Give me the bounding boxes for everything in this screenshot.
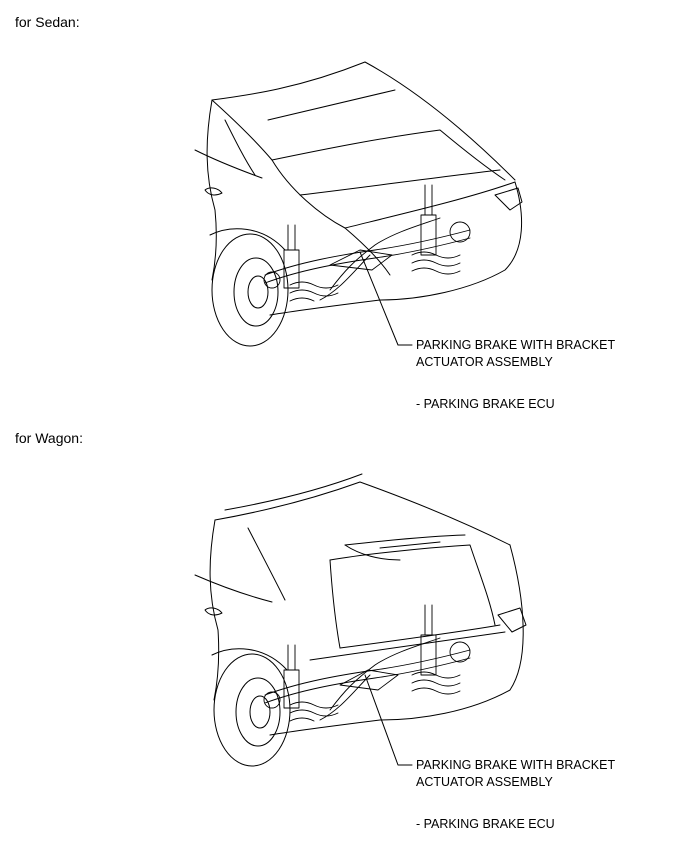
wagon-heading: for Wagon: [15, 430, 83, 446]
wagon-callout-line2: ACTUATOR ASSEMBLY [416, 775, 553, 789]
wagon-leader-line [365, 675, 412, 765]
wagon-suspension [264, 605, 470, 721]
wagon-body-outline [195, 474, 526, 766]
sedan-callout-label: PARKING BRAKE WITH BRACKET ACTUATOR ASSE… [416, 337, 615, 371]
sedan-suspension [264, 185, 470, 301]
sedan-callout-line2: ACTUATOR ASSEMBLY [416, 355, 553, 369]
wagon-callout-line1: PARKING BRAKE WITH BRACKET [416, 758, 616, 772]
sedan-leader-line [360, 252, 412, 345]
sedan-callout-line1: PARKING BRAKE WITH BRACKET [416, 338, 616, 352]
sedan-sub-label: - PARKING BRAKE ECU [416, 397, 555, 411]
sedan-body-outline [195, 62, 522, 346]
wagon-callout-label: PARKING BRAKE WITH BRACKET ACTUATOR ASSE… [416, 757, 615, 791]
wagon-sub-label: - PARKING BRAKE ECU [416, 817, 555, 831]
sedan-heading: for Sedan: [15, 14, 80, 30]
